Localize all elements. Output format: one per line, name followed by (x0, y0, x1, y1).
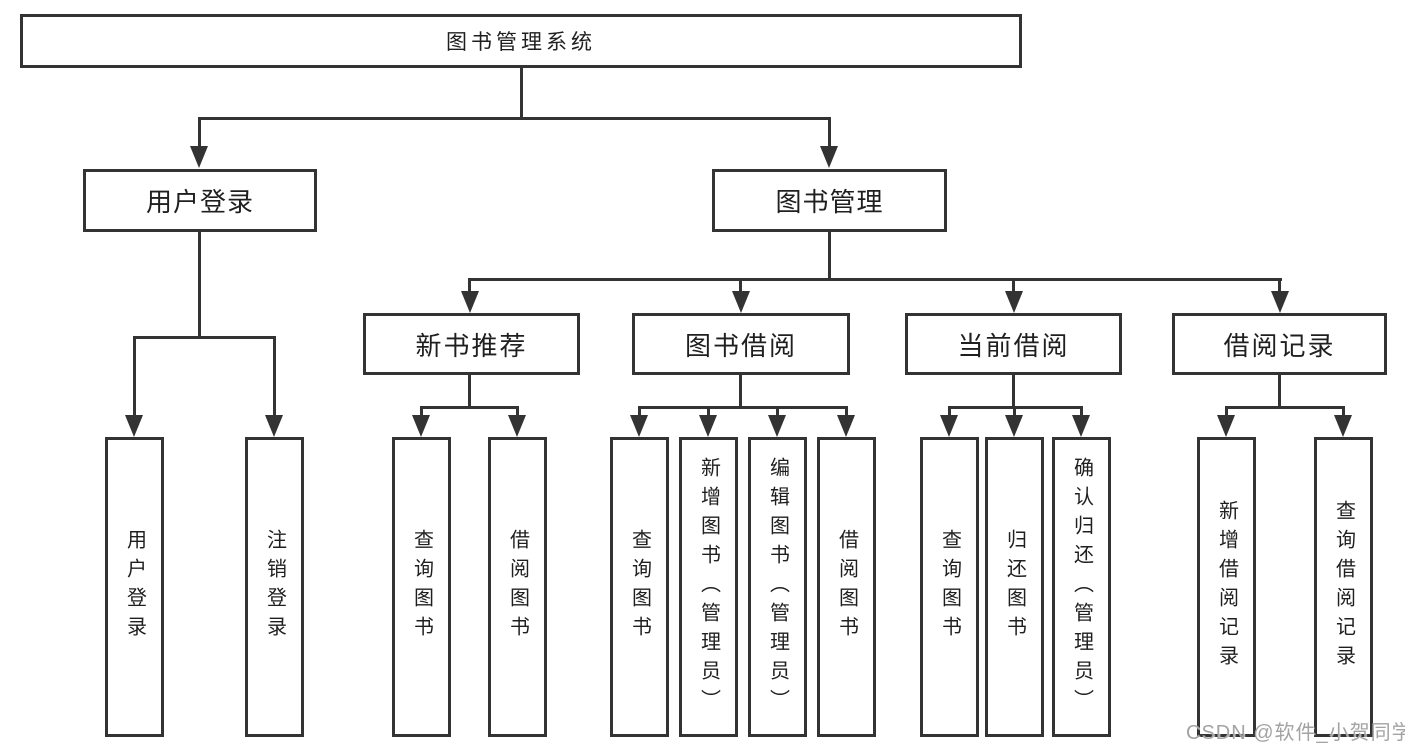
arrowhead-book-management (820, 146, 838, 168)
arrowhead-borrow-records (1271, 291, 1289, 313)
arrowhead-current-query (940, 415, 958, 437)
node-user-login: 用户登录 (83, 169, 317, 232)
connector-book-borrow-trunk (739, 375, 742, 406)
connector-book-borrow-leaf-split (638, 406, 848, 409)
connector-stem-current-borrow (1012, 278, 1015, 296)
leaf-confirm-return: 确认归还（管理员） (1052, 437, 1111, 737)
leaf-newbook-borrow: 借阅图书 (488, 437, 547, 737)
leaf-logout: 注销登录 (245, 437, 304, 737)
node-user-login-label: 用户登录 (145, 187, 254, 217)
arrowhead-user-login (190, 146, 208, 168)
connector-level1-split (198, 117, 831, 120)
node-root: 图书管理系统 (20, 14, 1022, 68)
connector-stem-newbook-query (420, 406, 423, 420)
leaf-borrow-book-label: 借阅图书 (835, 529, 858, 645)
connector-stem-new-book (468, 278, 471, 296)
leaf-logout-label: 注销登录 (263, 529, 286, 645)
leaf-return-book-label: 归还图书 (1003, 529, 1026, 645)
arrowhead-newbook-query (412, 415, 430, 437)
node-book-borrow: 图书借阅 (632, 313, 850, 375)
node-new-book-recommend: 新书推荐 (363, 313, 580, 375)
node-borrow-records: 借阅记录 (1172, 313, 1387, 375)
connector-borrow-records-trunk (1278, 375, 1281, 406)
connector-stem-borrow-add (707, 406, 710, 420)
arrowhead-current-borrow (1005, 291, 1023, 313)
connector-stem-leaf-user-login (133, 336, 136, 420)
node-root-label: 图书管理系统 (446, 31, 596, 54)
leaf-current-query-label: 查询图书 (938, 529, 961, 645)
connector-stem-confirm-return (1080, 406, 1083, 420)
arrowhead-book-borrow (732, 291, 750, 313)
node-book-management: 图书管理 (712, 169, 947, 232)
arrowhead-leaf-logout (265, 415, 283, 437)
node-new-book-recommend-label: 新书推荐 (415, 330, 528, 361)
connector-stem-borrow-query (638, 406, 641, 420)
arrowhead-leaf-user-login (125, 415, 143, 437)
arrowhead-return-book (1005, 415, 1023, 437)
connector-book-management-trunk (828, 232, 831, 278)
connector-stem-add-record (1225, 406, 1228, 420)
leaf-add-borrow-record-label: 新增借阅记录 (1215, 500, 1238, 674)
connector-stem-newbook-borrow (516, 406, 519, 420)
arrowhead-add-record (1217, 415, 1235, 437)
leaf-add-borrow-record: 新增借阅记录 (1197, 437, 1256, 737)
arrowhead-borrow-query (630, 415, 648, 437)
leaf-borrow-add-book: 新增图书（管理员） (679, 437, 738, 737)
arrowhead-new-book (461, 291, 479, 313)
node-borrow-records-label: 借阅记录 (1223, 330, 1336, 361)
connector-level3-split (468, 278, 1282, 281)
connector-user-login-split (133, 336, 276, 339)
leaf-borrow-edit-book: 编辑图书（管理员） (748, 437, 807, 737)
leaf-borrow-query-label: 查询图书 (628, 529, 651, 645)
leaf-return-book: 归还图书 (985, 437, 1044, 737)
leaf-current-query: 查询图书 (920, 437, 979, 737)
leaf-borrow-add-book-label: 新增图书（管理员） (697, 456, 720, 718)
connector-current-borrow-trunk (1012, 375, 1015, 406)
arrowhead-borrow-add (699, 415, 717, 437)
connector-stem-current-query (948, 406, 951, 420)
node-current-borrow: 当前借阅 (905, 313, 1122, 375)
arrowhead-query-record (1334, 415, 1352, 437)
arrowhead-newbook-borrow (508, 415, 526, 437)
connector-new-book-leaf-split (420, 406, 519, 409)
arrowhead-confirm-return (1072, 415, 1090, 437)
leaf-user-login-label: 用户登录 (123, 529, 146, 645)
connector-root-trunk (520, 68, 523, 117)
connector-stem-book-borrow (739, 278, 742, 296)
connector-stem-borrow-book (845, 406, 848, 420)
connector-stem-borrow-records (1278, 278, 1281, 296)
leaf-query-borrow-record-label: 查询借阅记录 (1332, 500, 1355, 674)
node-book-management-label: 图书管理 (775, 187, 884, 217)
arrowhead-borrow-edit (768, 415, 786, 437)
leaf-user-login: 用户登录 (105, 437, 164, 737)
arrowhead-borrow-book (837, 415, 855, 437)
leaf-newbook-query-label: 查询图书 (410, 529, 433, 645)
leaf-borrow-edit-book-label: 编辑图书（管理员） (766, 456, 789, 718)
connector-user-login-trunk (198, 232, 201, 336)
connector-stem-user-login (198, 117, 201, 148)
leaf-newbook-query: 查询图书 (392, 437, 451, 737)
leaf-newbook-borrow-label: 借阅图书 (506, 529, 529, 645)
connector-stem-return-book (1013, 406, 1016, 420)
csdn-watermark: CSDN @软件_小贺同学 (1186, 722, 1405, 744)
connector-stem-borrow-edit (776, 406, 779, 420)
node-book-borrow-label: 图书借阅 (684, 330, 797, 361)
connector-stem-query-record (1342, 406, 1345, 420)
leaf-query-borrow-record: 查询借阅记录 (1314, 437, 1373, 737)
connector-new-book-trunk (468, 375, 471, 406)
leaf-borrow-query: 查询图书 (610, 437, 669, 737)
connector-stem-leaf-logout (273, 336, 276, 420)
leaf-confirm-return-label: 确认归还（管理员） (1070, 456, 1093, 718)
connector-borrow-records-leaf-split (1225, 406, 1345, 409)
node-current-borrow-label: 当前借阅 (957, 330, 1070, 361)
connector-stem-book-management (828, 117, 831, 148)
leaf-borrow-book: 借阅图书 (817, 437, 876, 737)
